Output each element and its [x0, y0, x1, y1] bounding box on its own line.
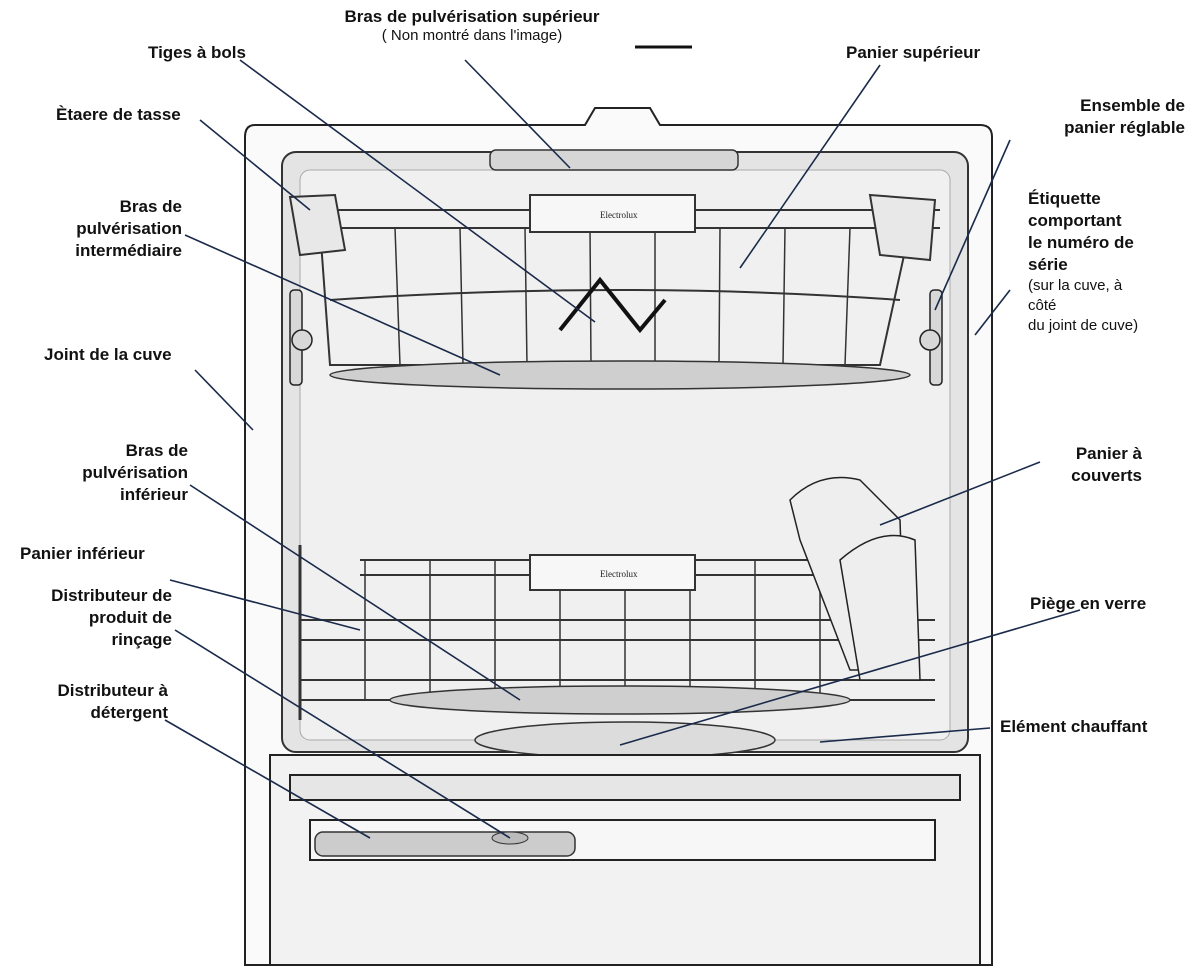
upper-brand-plate: Electrolux [600, 210, 638, 220]
label-upper-rack: Panier supérieur [846, 43, 981, 62]
rack-adjuster-left [289, 289, 313, 386]
upper-rack [288, 193, 940, 366]
lower-rack [298, 545, 935, 720]
leader-lines [164, 59, 1081, 839]
silverware-basket [789, 476, 921, 681]
door [269, 754, 981, 966]
label-serial-number: Étiquette comportant le numéro de série … [1028, 189, 1139, 334]
middle-spray-arm [329, 360, 911, 390]
upper-spray-diffuser [489, 149, 739, 171]
label-bowl-tines: Tiges à bols [148, 43, 246, 62]
label-lower-rack: Panier inférieur [20, 544, 145, 563]
label-detergent-dispenser: Distributeur à détergent [57, 681, 168, 722]
label-lower-spray-arm: Bras de pulvérisation inférieur [82, 441, 188, 504]
label-middle-spray-arm: Bras de pulvérisation intermédiaire [75, 197, 182, 260]
label-silverware-basket: Panier à couverts [1071, 444, 1142, 485]
label-heating-element: Elément chauffant [1000, 717, 1148, 736]
detergent-dispenser [314, 831, 576, 857]
label-glass-trap: Piège en verre [1030, 594, 1147, 613]
label-rinse-dispenser: Distributeur de produit de rinçage [51, 586, 172, 649]
lower-spray-arm [389, 685, 851, 715]
lower-brand-plate: Electrolux [600, 569, 638, 579]
label-upper-spray-arm: Bras de pulvérisation supérieur ( Non mo… [344, 7, 600, 44]
rack-adjuster-right [919, 289, 943, 386]
sump-glass-trap [474, 721, 776, 759]
label-tub-gasket: Joint de la cuve [44, 345, 172, 364]
label-adjustable-rack: Ensemble de panier réglable [1064, 96, 1185, 137]
label-cup-shelf: Ètaere de tasse [56, 105, 181, 124]
